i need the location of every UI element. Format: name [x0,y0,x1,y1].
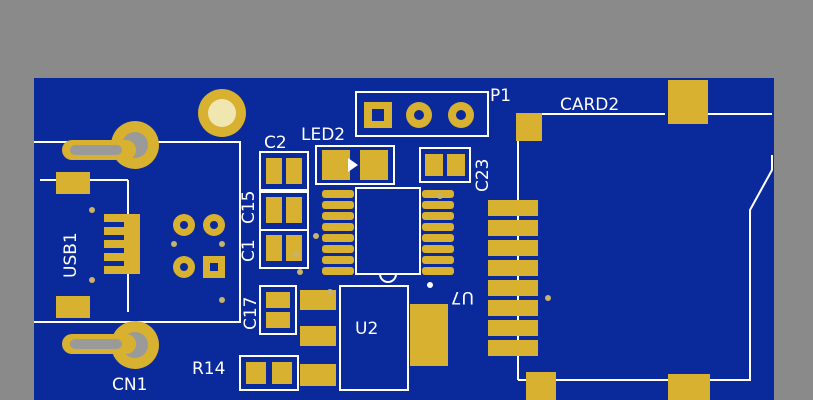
led-polarity-mark [348,158,358,172]
led2-pad-2 [360,150,388,180]
label-cn1: CN1 [112,375,147,395]
led2-pad-1 [322,150,350,180]
usb-pad-block [124,214,140,274]
label-u2: U2 [355,319,378,339]
label-u7: U7 [451,287,474,307]
label-c23: C23 [473,158,493,192]
u2-outline [339,285,409,391]
card-pad-bl [526,372,556,400]
c23-outline [419,147,471,183]
label-card2: CARD2 [560,95,619,115]
card-pad-tl [516,113,542,141]
u7-pin1-dot [427,282,433,288]
u2-pin-2 [300,326,336,346]
led2-outline [315,145,395,185]
card-pad-tr [668,80,708,124]
card-contact-pads [488,200,538,356]
usb-shield-pad-top [56,172,90,194]
label-usb1: USB1 [61,232,81,278]
label-p1: P1 [490,86,511,106]
u7-left-pins [322,190,354,275]
label-c2: C2 [264,133,287,153]
u2-pin-1 [300,290,336,310]
usb-shield-pad-bottom [56,296,90,318]
label-c1: C1 [239,239,259,262]
c2-outline [259,151,309,191]
vias [89,193,551,303]
u2-tab-pad [410,304,448,366]
label-r14: R14 [192,359,225,379]
label-c15: C15 [239,190,259,224]
card-pad-br [668,374,710,400]
r14-outline [239,355,299,391]
u2-pin-3 [300,364,336,386]
c17-outline [259,285,297,335]
c1-outline [259,229,309,269]
usb-signal-pads [104,214,140,274]
label-c17: C17 [241,296,261,330]
label-led2: LED2 [301,125,345,145]
p1-outline [355,91,489,137]
u7-outline [355,187,421,275]
